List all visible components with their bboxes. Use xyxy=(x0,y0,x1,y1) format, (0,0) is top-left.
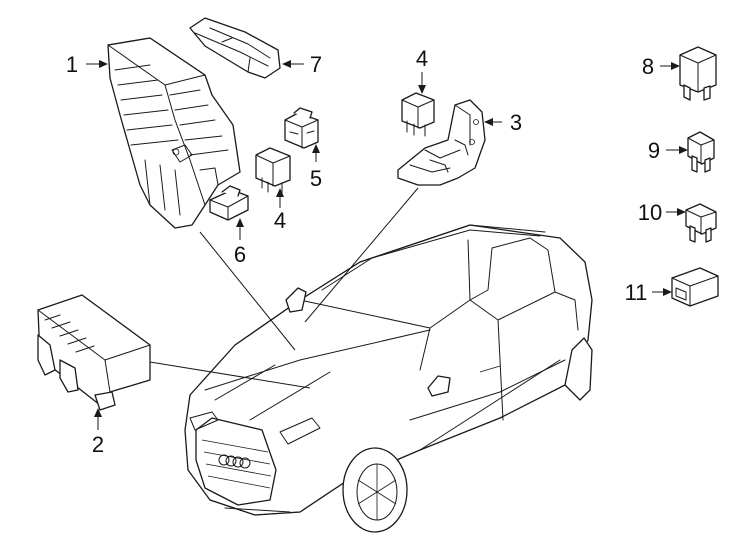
callout-4-lower: 4 xyxy=(274,208,286,233)
callout-4-top: 4 xyxy=(416,46,428,71)
callout-11: 11 xyxy=(625,280,648,305)
callout-7: 7 xyxy=(310,52,322,77)
callout-9: 9 xyxy=(648,138,660,163)
callout-6: 6 xyxy=(234,242,246,267)
callout-labels: 1 2 3 4 4 5 6 7 8 9 10 11 xyxy=(66,46,662,457)
part-11-cartridge-fuse xyxy=(671,267,719,307)
part-5-relay xyxy=(284,107,319,149)
callout-10: 10 xyxy=(638,200,662,225)
part-3-relay-bracket xyxy=(397,99,486,186)
part-2-relay-module xyxy=(37,294,151,411)
part-7-cover xyxy=(189,17,281,79)
callout-8: 8 xyxy=(642,54,654,79)
callout-arrows xyxy=(86,60,688,430)
callout-2: 2 xyxy=(92,432,104,457)
callout-3: 3 xyxy=(510,110,522,135)
callout-5: 5 xyxy=(310,166,322,191)
part-9-mini-fuse xyxy=(687,131,715,173)
part-6-connector xyxy=(209,185,249,221)
callout-1: 1 xyxy=(66,52,78,77)
part-10-blade-fuse xyxy=(685,203,717,243)
leader-lines xyxy=(149,187,419,389)
part-4-relay-top xyxy=(401,92,435,137)
part-8-maxi-fuse xyxy=(679,46,717,101)
part-4-relay-lower xyxy=(255,147,291,194)
vehicle-outline xyxy=(184,224,593,533)
part-1-fuse-box xyxy=(107,37,241,229)
